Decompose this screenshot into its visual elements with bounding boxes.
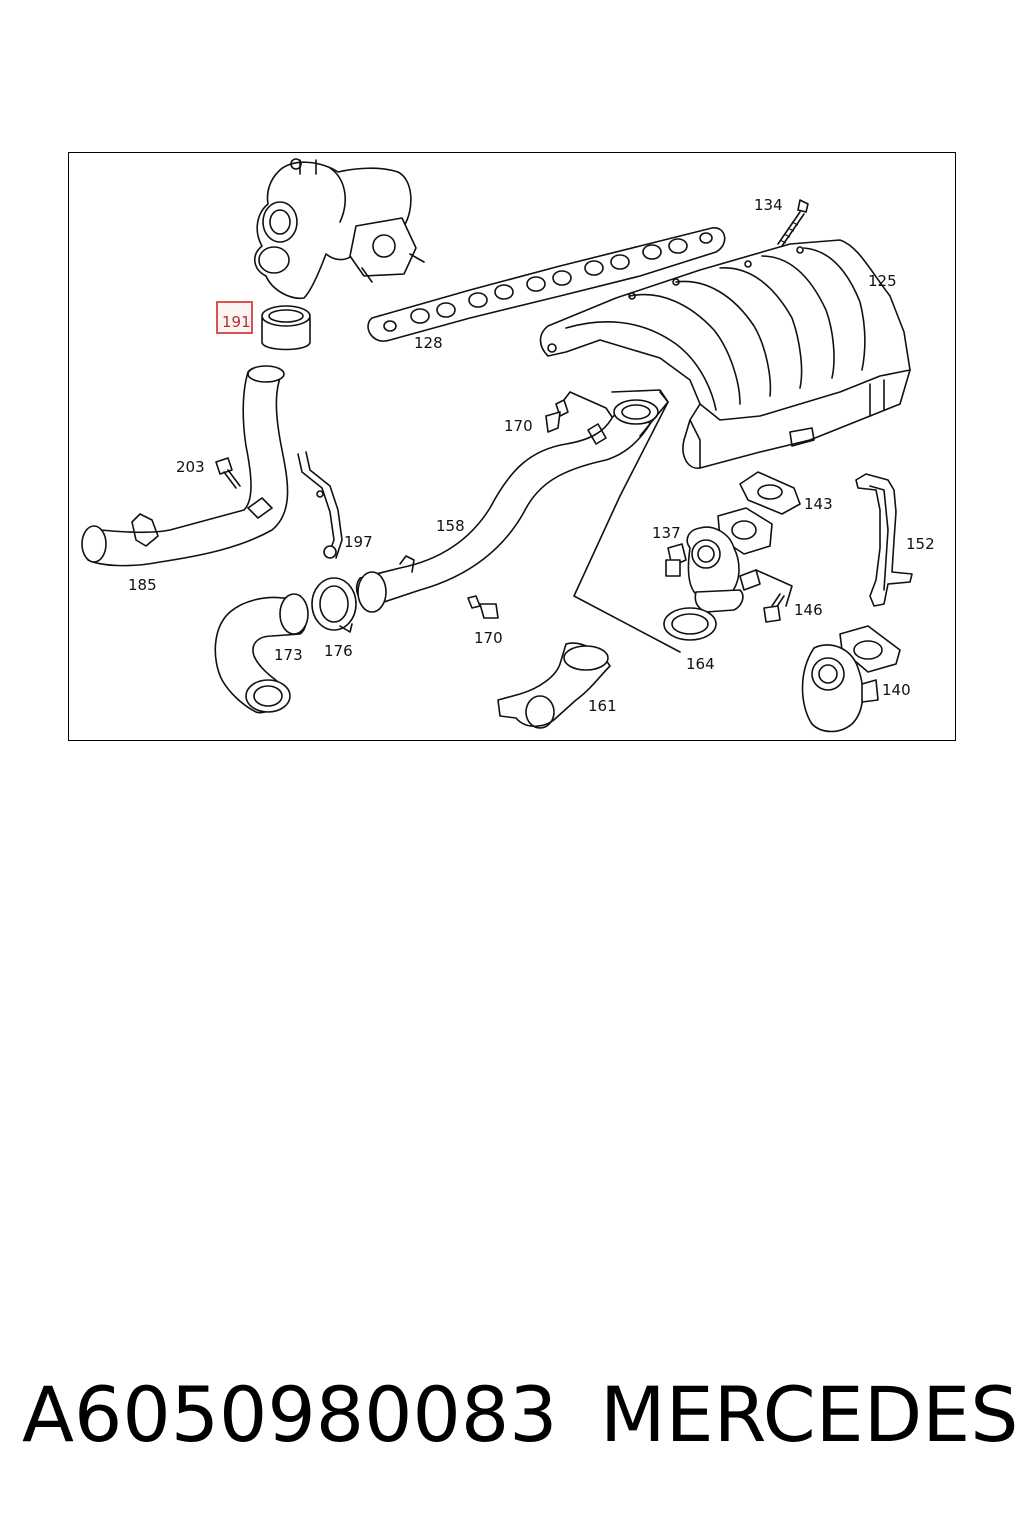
part-173-hose [214, 593, 309, 714]
part-170-sensor-bottom [467, 595, 499, 619]
part-134-bolt [777, 199, 809, 247]
callout-143: 143 [804, 495, 833, 513]
callout-128: 128 [414, 334, 443, 352]
part-197-bracket [297, 451, 343, 559]
brand-name: MERCEDES [600, 1370, 1019, 1459]
callout-191-highlight-box [216, 301, 253, 334]
callout-173: 173 [274, 646, 303, 664]
part-group-lines [573, 391, 793, 653]
callout-140: 140 [882, 681, 911, 699]
parts-diagram: 125 128 134 137 140 143 146 152 158 161 … [81, 158, 935, 733]
callout-158: 158 [436, 517, 465, 535]
callout-164: 164 [686, 655, 715, 673]
part-176-clamp [311, 577, 357, 633]
callout-170-top: 170 [504, 417, 533, 435]
callout-152: 152 [906, 535, 935, 553]
diagram-frame [68, 152, 956, 741]
callout-176: 176 [324, 642, 353, 660]
part-152-bracket [855, 473, 913, 607]
footer: A6050980083 MERCEDES [22, 1370, 1018, 1470]
part-number: A6050980083 [22, 1370, 558, 1459]
callout-161: 161 [588, 697, 617, 715]
part-140-valve [801, 625, 901, 733]
callout-137: 137 [652, 524, 681, 542]
callout-labels: 125 128 134 137 140 143 146 152 158 161 … [128, 196, 935, 715]
part-164-ring [663, 607, 717, 641]
part-191-sleeve [261, 305, 311, 351]
turbocharger-drawing [254, 158, 425, 300]
callout-125: 125 [868, 272, 897, 290]
part-143-gasket [739, 471, 801, 515]
part-203-bolt [215, 457, 241, 489]
callout-197: 197 [344, 533, 373, 551]
part-146-bolt [763, 593, 785, 623]
callout-134: 134 [754, 196, 783, 214]
part-128-gasket [367, 227, 726, 342]
part-158-pipe [355, 389, 669, 613]
callout-185: 185 [128, 576, 157, 594]
callout-203: 203 [176, 458, 205, 476]
callout-191: 191 [222, 313, 251, 331]
part-170-sensor-top [545, 391, 615, 433]
part-185-hose [81, 365, 289, 567]
part-161-pipe [497, 642, 611, 729]
part-125-intake-manifold [539, 239, 911, 469]
callout-170-bottom: 170 [474, 629, 503, 647]
callout-146: 146 [794, 601, 823, 619]
part-137-valve [665, 507, 773, 613]
